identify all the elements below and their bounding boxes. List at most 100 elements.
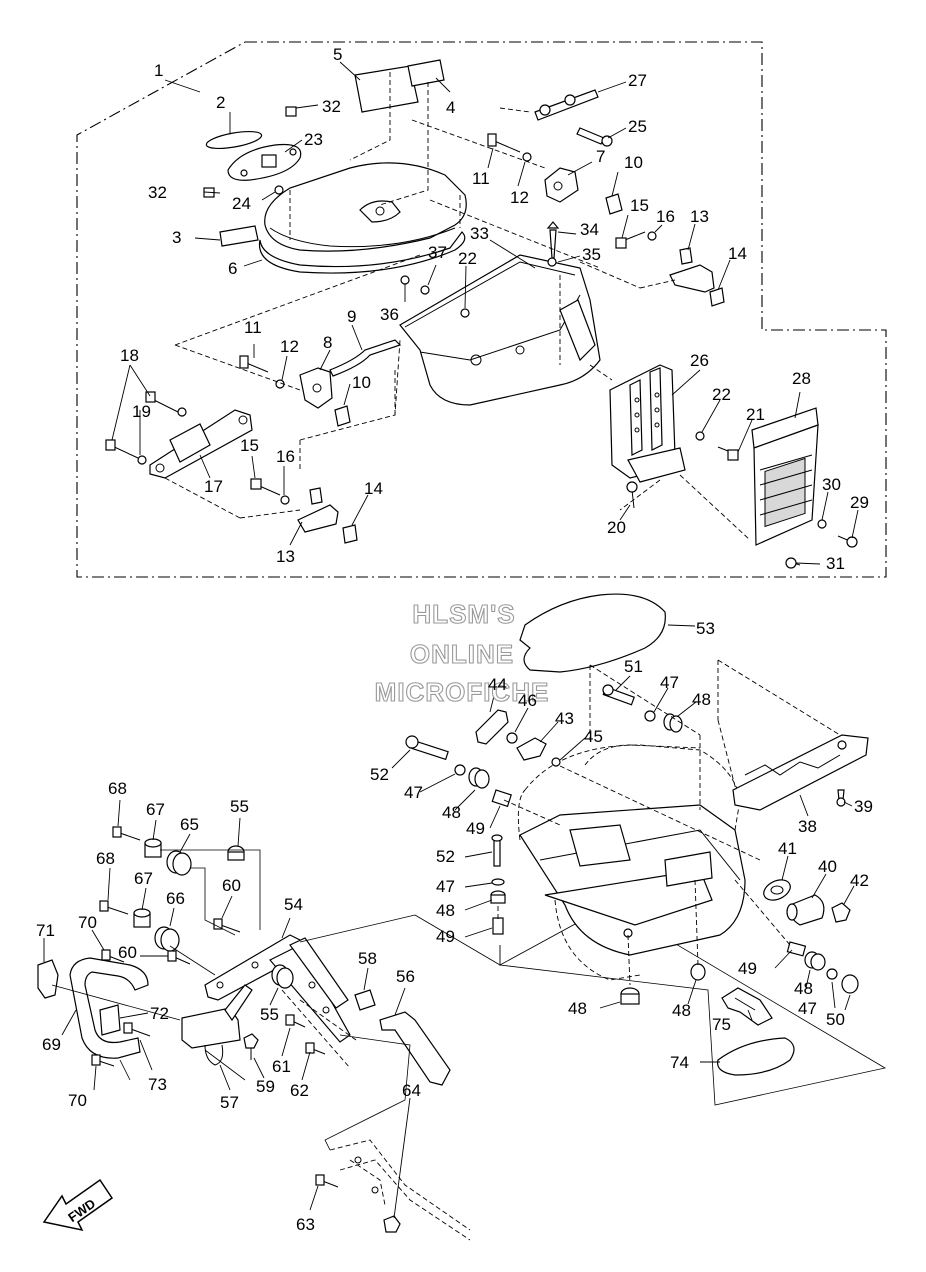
emblem-74 bbox=[717, 1037, 795, 1076]
collar-48e bbox=[690, 963, 706, 981]
top-leaders bbox=[111, 61, 859, 565]
bolt-25 bbox=[576, 127, 613, 147]
part-label-42: 42 bbox=[850, 871, 869, 890]
bolt-60a bbox=[213, 918, 241, 933]
part-label-68b: 68 bbox=[96, 849, 115, 868]
part-label-13b: 13 bbox=[276, 547, 295, 566]
bracket-13a bbox=[669, 247, 715, 293]
washer-19b bbox=[137, 455, 147, 465]
part-label-37: 37 bbox=[428, 243, 447, 262]
emblem-2 bbox=[205, 130, 263, 150]
part-label-59: 59 bbox=[256, 1077, 275, 1096]
seat-cover-53 bbox=[519, 593, 666, 673]
part-label-48a: 48 bbox=[692, 690, 711, 709]
bushing-58 bbox=[354, 989, 376, 1011]
part-label-23: 23 bbox=[304, 130, 323, 149]
part-label-12a: 12 bbox=[510, 188, 529, 207]
washer-19a bbox=[177, 407, 187, 417]
latch-8 bbox=[299, 367, 333, 409]
part-label-19: 19 bbox=[132, 402, 151, 421]
plate-72 bbox=[99, 1004, 121, 1036]
part-label-14b: 14 bbox=[364, 479, 383, 498]
spacer-49b bbox=[492, 917, 504, 935]
part-label-49b: 49 bbox=[436, 927, 455, 946]
part-label-1: 1 bbox=[154, 61, 163, 80]
collar-48c bbox=[490, 890, 506, 904]
screws-18 bbox=[105, 391, 179, 459]
frame-section bbox=[329, 1139, 471, 1241]
part-label-14a: 14 bbox=[728, 244, 747, 263]
part-label-47a: 47 bbox=[660, 673, 679, 692]
part-label-45: 45 bbox=[584, 727, 603, 746]
part-label-29: 29 bbox=[850, 493, 869, 512]
part-label-21: 21 bbox=[746, 405, 765, 424]
part-label-9: 9 bbox=[347, 307, 356, 326]
part-label-6: 6 bbox=[228, 259, 237, 278]
watermark: HLSM'S ONLINE MICROFICHE bbox=[374, 598, 550, 707]
washer-30 bbox=[817, 519, 827, 529]
bolt-52a bbox=[405, 735, 449, 761]
part-label-8: 8 bbox=[323, 333, 332, 352]
part-label-71: 71 bbox=[36, 921, 55, 940]
rear-bracket-57 bbox=[181, 984, 253, 1066]
part-label-36: 36 bbox=[380, 305, 399, 324]
washer-45 bbox=[551, 757, 561, 767]
part-label-49c: 49 bbox=[738, 959, 757, 978]
part-label-58: 58 bbox=[358, 949, 377, 968]
part-label-13a: 13 bbox=[690, 207, 709, 226]
part-label-60b: 60 bbox=[118, 943, 137, 962]
part-label-48e: 48 bbox=[672, 1001, 691, 1020]
part-label-48d: 48 bbox=[568, 999, 587, 1018]
part-label-10a: 10 bbox=[624, 153, 643, 172]
part-label-49a: 49 bbox=[466, 819, 485, 838]
collar-55a bbox=[227, 845, 245, 861]
hinge-rod-27 bbox=[534, 89, 599, 121]
part-label-15a: 15 bbox=[630, 196, 649, 215]
pin-34 bbox=[546, 221, 560, 259]
part-label-16b: 16 bbox=[276, 447, 295, 466]
part-label-11b: 11 bbox=[244, 318, 262, 337]
bolt-70a bbox=[101, 949, 125, 963]
watermark-line-3: MICROFICHE bbox=[375, 677, 550, 707]
part-label-60a: 60 bbox=[222, 876, 241, 895]
grommet-41 bbox=[763, 879, 791, 901]
bolt-15a bbox=[615, 231, 646, 249]
latch-7 bbox=[544, 167, 579, 203]
forward-arrow-icon: FWD bbox=[42, 1178, 114, 1232]
part-label-72: 72 bbox=[150, 1004, 169, 1023]
part-label-24: 24 bbox=[232, 194, 251, 213]
part-label-39: 39 bbox=[854, 797, 873, 816]
clip-43 bbox=[516, 737, 547, 761]
part-label-41: 41 bbox=[778, 839, 797, 858]
bolt-52b bbox=[491, 834, 503, 867]
reflector-28 bbox=[751, 407, 819, 546]
part-label-67a: 67 bbox=[146, 800, 165, 819]
strap-44 bbox=[475, 709, 509, 745]
saddlebag-body bbox=[517, 744, 746, 981]
screw-29 bbox=[837, 535, 858, 548]
washer-47d bbox=[826, 968, 838, 980]
collar-55b bbox=[271, 964, 294, 989]
nut-14a bbox=[709, 287, 725, 307]
bottom-left-leaders bbox=[43, 799, 411, 1219]
part-label-43: 43 bbox=[555, 709, 574, 728]
decal-3 bbox=[219, 225, 259, 247]
part-label-22a: 22 bbox=[458, 249, 477, 268]
watermark-line-1: HLSM'S bbox=[412, 599, 515, 629]
part-label-54: 54 bbox=[284, 895, 303, 914]
part-label-26: 26 bbox=[690, 351, 709, 370]
stay-54 bbox=[204, 934, 351, 1043]
part-label-44: 44 bbox=[488, 675, 507, 694]
part-label-32b: 32 bbox=[148, 183, 167, 202]
part-label-5: 5 bbox=[333, 45, 342, 64]
part-label-27: 27 bbox=[628, 71, 647, 90]
part-label-73: 73 bbox=[148, 1075, 167, 1094]
cover-38 bbox=[732, 734, 869, 811]
collar-48a bbox=[663, 713, 683, 733]
decal-4 bbox=[407, 59, 445, 87]
part-label-70b: 70 bbox=[68, 1091, 87, 1110]
part-label-15b: 15 bbox=[240, 436, 259, 455]
bracket-26 bbox=[609, 364, 686, 483]
part-label-48c: 48 bbox=[436, 901, 455, 920]
watermark-line-2: ONLINE bbox=[410, 639, 514, 669]
